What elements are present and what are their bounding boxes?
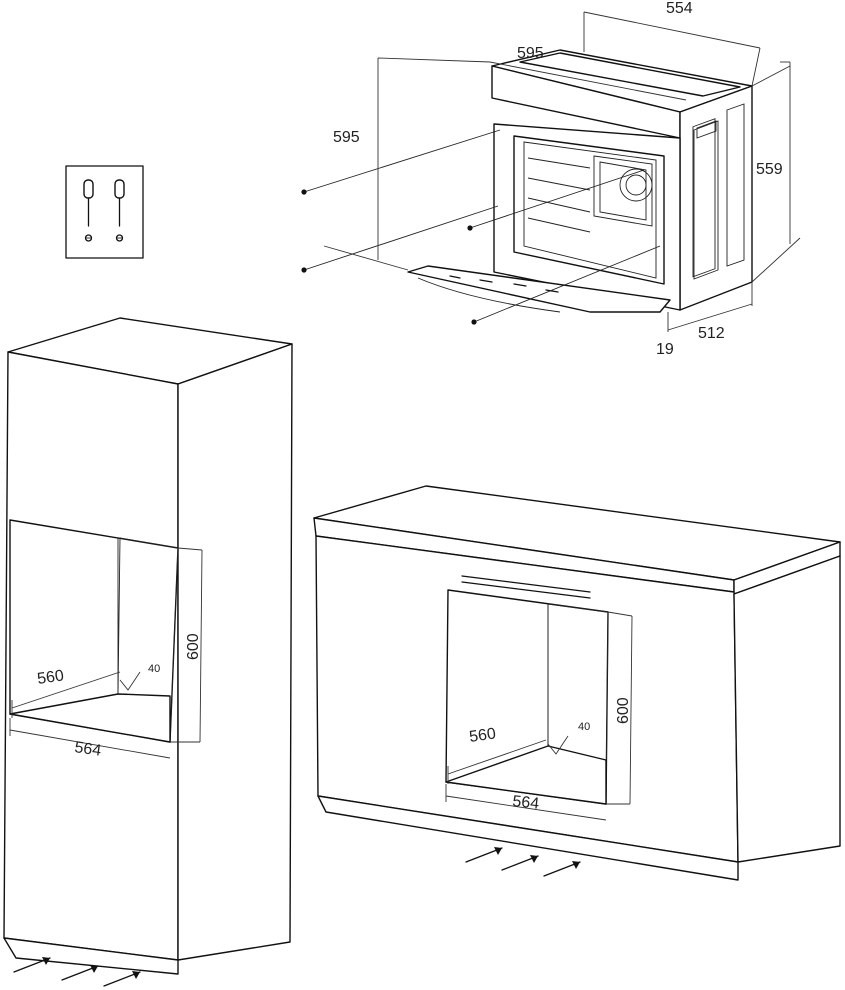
dim-top-width: 595 bbox=[517, 45, 544, 62]
dim-gap: 40 bbox=[148, 663, 160, 675]
tall-cabinet-drawing: 600 560 40 564 bbox=[3, 317, 293, 987]
oven-drawing: 554 595 595 559 512 19 bbox=[301, 0, 801, 358]
dim-side-height: 559 bbox=[756, 161, 783, 178]
dim-inner-depth: 560 bbox=[36, 667, 65, 688]
dim-inner-depth: 560 bbox=[468, 725, 497, 746]
airflow-arrow-icon bbox=[13, 957, 51, 973]
dim-top-depth: 554 bbox=[666, 0, 693, 17]
screw-icon bbox=[83, 179, 94, 242]
airflow-arrow-icon bbox=[543, 861, 581, 877]
dim-gap: 40 bbox=[578, 721, 590, 733]
base-cabinet-drawing: 600 560 40 564 bbox=[313, 485, 841, 881]
dim-niche-height: 600 bbox=[185, 633, 202, 660]
airflow-arrow-icon bbox=[501, 855, 539, 871]
airflow-arrow-icon bbox=[103, 971, 141, 987]
dim-body-depth: 512 bbox=[698, 325, 725, 342]
airflow-arrow-icon bbox=[61, 965, 99, 981]
dim-niche-width: 564 bbox=[512, 793, 540, 813]
dim-front-thickness: 19 bbox=[656, 341, 674, 358]
dim-niche-height: 600 bbox=[615, 697, 632, 724]
dim-oven-height: 595 bbox=[333, 129, 360, 146]
screw-kit-box bbox=[65, 165, 144, 259]
airflow-arrow-icon bbox=[465, 847, 503, 863]
screw-icon bbox=[114, 179, 125, 242]
dim-niche-width: 564 bbox=[73, 739, 102, 760]
